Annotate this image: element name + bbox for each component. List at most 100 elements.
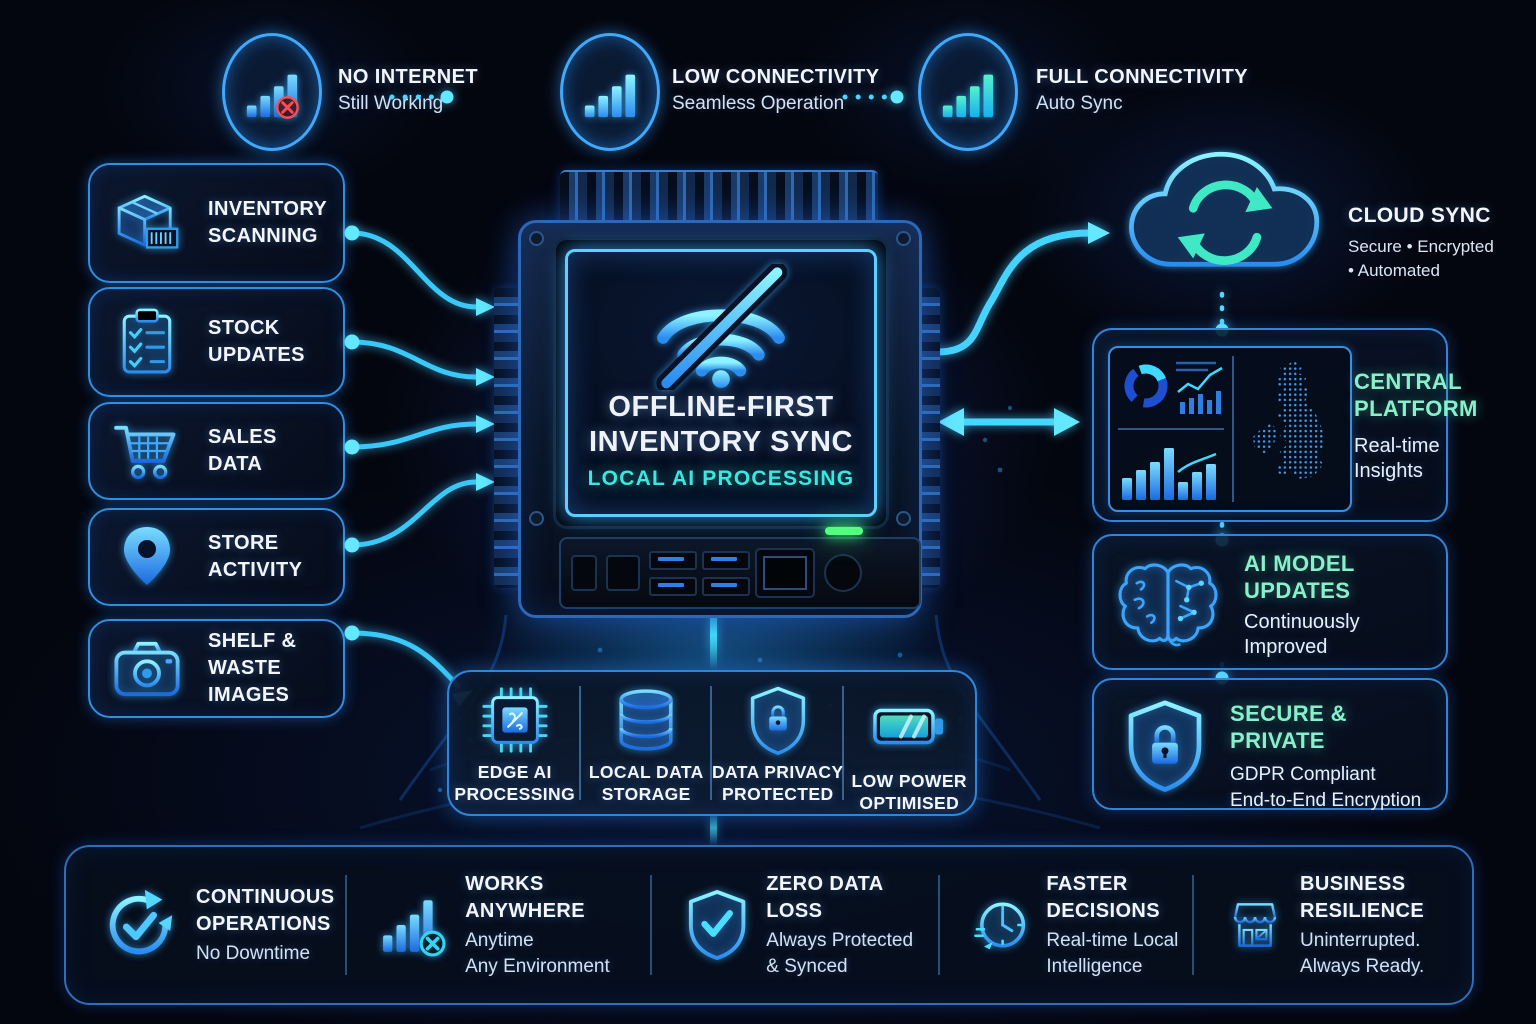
source-label: STORE ACTIVITY [208,532,303,581]
badge-subtitle: Auto Sync [1036,93,1123,114]
benefit-title: BUSINESS RESILIENCE [1300,872,1425,922]
capability-low-power: LOW POWER OPTIMISED [844,672,976,814]
benefit-subtitle: Anytime Any Environment [465,929,610,977]
badge-subtitle: Seamless Operation [672,93,845,114]
benefit-title: FASTER DECISIONS [1046,872,1160,922]
panel-title: CENTRAL PLATFORM [1354,369,1478,421]
divider [650,875,652,975]
donut-chart-icon [1124,364,1168,408]
source-store-activity: STORE ACTIVITY [88,508,345,606]
shield-lock-icon [750,686,805,755]
central-platform-label: CENTRAL PLATFORM Real-time Insights [1354,368,1478,484]
device-title-line1: OFFLINE-FIRST [608,391,834,423]
benefit-subtitle: Always Protected & Synced [766,929,914,977]
power-jack [824,554,862,592]
card-slot [606,555,640,591]
benefit-subtitle: No Downtime [196,942,311,964]
device-screen-bezel: OFFLINE-FIRST INVENTORY SYNC LOCAL AI PR… [553,237,889,529]
battery-icon [873,708,944,745]
panel-ai-model-updates: AI MODEL UPDATES Continuously Improved [1092,534,1448,670]
benefit-text: FASTER DECISIONS Real-time Local Intelli… [1046,871,1194,980]
full-connectivity-label: FULL CONNECTIVITY Auto Sync [1036,64,1248,117]
panel-title: AI MODEL UPDATES [1244,551,1355,603]
device-ports [559,527,921,609]
edge-device: OFFLINE-FIRST INVENTORY SYNC LOCAL AI PR… [518,220,922,618]
storefront-icon [1233,903,1277,947]
capability-label: LOW POWER OPTIMISED [851,771,967,813]
capabilities-strip: EDGE AI PROCESSING LOCAL DATA STORAGE DA… [447,670,977,816]
camera-icon [108,639,186,699]
chip-icon [482,687,548,753]
source-label: STOCK UPDATES [208,317,305,366]
wifi-off-icon [656,264,788,390]
device-title-line2: INVENTORY SYNC [588,426,854,458]
cloud-subtitle: Secure • Encrypted • Automated [1348,237,1494,280]
badge-title: LOW CONNECTIVITY [672,66,880,88]
badge-title: NO INTERNET [338,66,478,88]
cloud-sync-icon [1129,151,1320,267]
clipboard-checklist-icon [108,306,186,378]
database-icon [619,689,673,751]
panel-subtitle: GDPR Compliant End-to-End Encryption [1230,764,1422,811]
dashboard-preview [1108,346,1352,512]
benefit-title: CONTINUOUS OPERATIONS [196,885,335,935]
refresh-check-icon [109,889,173,955]
status-led-green [825,527,863,535]
capability-data-privacy: DATA PRIVACY PROTECTED [712,672,844,814]
ai-updates-label: AI MODEL UPDATES Continuously Improved [1244,550,1360,660]
benefit-business-resilience: BUSINESS RESILIENCE Uninterrupted. Alway… [1194,847,1472,1003]
divider [841,686,844,800]
panel-subtitle: Continuously Improved [1244,611,1360,658]
source-sales-data: SALES DATA [88,402,345,500]
signal-bars-icon [584,74,636,118]
benefit-works-anywhere: WORKS ANYWHERE Anytime Any Environment [347,847,652,1003]
badge-full-connectivity [918,33,1018,151]
screw-icon [529,511,544,526]
divider [578,686,581,800]
device-heatsink-left [494,288,520,588]
cloud-sync-label: CLOUD SYNC Secure • Encrypted • Automate… [1348,202,1494,283]
divider [710,686,712,800]
screw-icon [529,231,544,246]
benefit-text: CONTINUOUS OPERATIONS No Downtime [196,884,334,967]
screw-icon [896,231,911,246]
cloud-title: CLOUD SYNC [1348,204,1491,227]
signal-offline-icon [383,900,446,957]
capability-label: DATA PRIVACY PROTECTED [712,762,844,804]
panel-subtitle: Real-time Insights [1354,435,1440,482]
secure-private-label: SECURE & PRIVATE GDPR Compliant End-to-E… [1230,700,1446,814]
badge-title: FULL CONNECTIVITY [1036,66,1248,88]
benefit-faster-decisions: FASTER DECISIONS Real-time Local Intelli… [940,847,1194,1003]
source-shelf-waste-images: SHELF & WASTE IMAGES [88,619,345,718]
benefit-text: ZERO DATA LOSS Always Protected & Synced [766,871,940,980]
brain-circuit-icon [1118,563,1218,647]
usb-ports [649,550,750,596]
shield-lock-icon [1128,700,1202,792]
benefit-continuous-operations: CONTINUOUS OPERATIONS No Downtime [66,847,347,1003]
capability-edge-ai: EDGE AI PROCESSING [449,672,581,814]
signal-bars-blocked-icon [246,74,299,119]
badge-no-internet [222,33,322,151]
benefit-subtitle: Uninterrupted. Always Ready. [1300,929,1425,977]
screw-icon [896,511,911,526]
panel-title: SECURE & PRIVATE [1230,701,1347,753]
benefit-subtitle: Real-time Local Intelligence [1046,929,1179,977]
source-inventory-scanning: INVENTORY SCANNING [88,163,345,283]
bar-chart-icon [1122,448,1217,500]
divider [1192,875,1194,975]
source-label: SALES DATA [208,426,277,475]
device-heatsink-top [560,170,878,228]
panel-secure-private: SECURE & PRIVATE GDPR Compliant End-to-E… [1092,678,1448,811]
signal-bars-full-icon [942,74,994,118]
source-label: SHELF & WASTE IMAGES [208,630,297,706]
benefit-title: ZERO DATA LOSS [766,872,883,922]
benefit-text: BUSINESS RESILIENCE Uninterrupted. Alway… [1300,871,1472,980]
shield-check-icon [688,889,746,961]
power-switch [571,555,597,591]
shopping-cart-icon [108,419,186,483]
source-label: INVENTORY SCANNING [208,198,328,247]
no-internet-label: NO INTERNET Still Working [338,64,478,117]
benefit-title: WORKS ANYWHERE [465,872,585,922]
divider [345,875,347,975]
